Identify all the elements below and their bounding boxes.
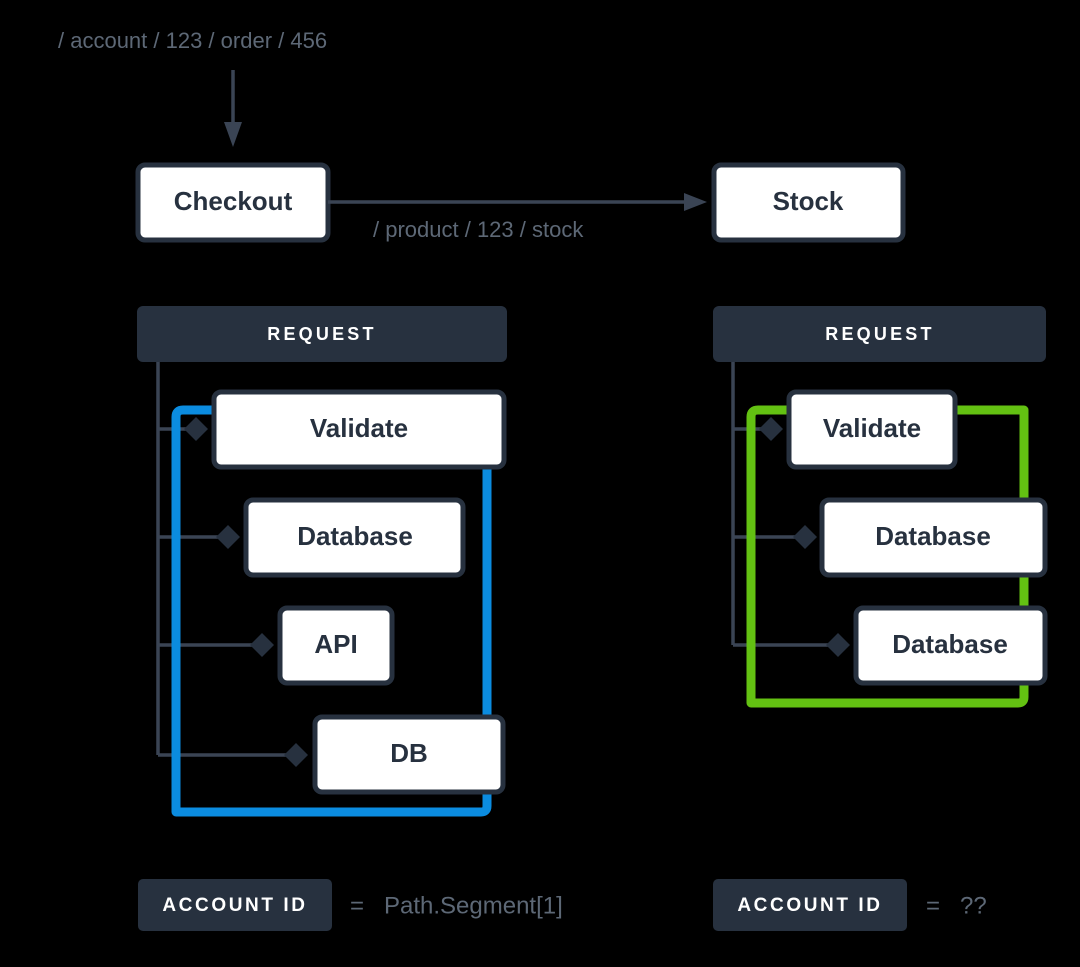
panel-right-step-database-2-label: Database [892,629,1008,659]
service-node-stock-label: Stock [773,186,844,216]
panel-left-footer: ACCOUNT ID = Path.Segment[1] [138,879,563,931]
panel-right-header-label: REQUEST [825,324,934,344]
panel-right-equals-sign: = [926,892,940,919]
panel-right-step-database-1[interactable]: Database [793,497,1048,578]
panel-right-step-validate[interactable]: Validate [759,389,958,470]
checkout-to-stock-path-label: / product / 123 / stock [373,217,584,242]
panel-right-account-id-badge [713,879,907,931]
panel-left-step-database-label: Database [297,521,413,551]
panel-left-step-db-label: DB [390,738,428,768]
panel-right-highlight-path [746,405,1029,708]
panel-left-header-label: REQUEST [267,324,376,344]
incoming-request-path: / account / 123 / order / 456 [58,28,327,53]
panel-right-header: REQUEST [713,306,1046,362]
panel-left: REQUEST Validate Datab [137,306,563,931]
panel-left-step-database[interactable]: Database [216,497,466,578]
checkout-to-stock-arrow [328,193,707,211]
panel-left-account-id-badge [138,879,332,931]
service-node-stock[interactable]: Stock [711,162,906,243]
panel-left-step-validate-label: Validate [310,413,408,443]
panel-right-account-id-badge-label: ACCOUNT ID [737,895,882,916]
panel-right-step-database-2[interactable]: Database [826,605,1048,686]
panel-right: REQUEST Validate Database [713,306,1048,931]
panel-left-step-api[interactable]: API [250,605,395,686]
incoming-arrow [224,70,242,147]
panel-right-step-database-1-label: Database [875,521,991,551]
panel-left-account-id-badge-label: ACCOUNT ID [162,895,307,916]
panel-right-footer: ACCOUNT ID = ?? [713,879,987,931]
service-node-checkout[interactable]: Checkout [135,162,331,243]
panel-left-step-api-label: API [314,629,357,659]
panel-right-step-validate-label: Validate [823,413,921,443]
panel-left-step-db[interactable]: DB [284,714,506,795]
service-node-checkout-label: Checkout [174,186,293,216]
panel-right-account-id-value: ?? [960,892,987,919]
panel-left-header: REQUEST [137,306,507,362]
panel-left-equals-sign: = [350,892,364,919]
panel-left-account-id-value: Path.Segment[1] [384,892,563,919]
panel-left-step-validate[interactable]: Validate [184,389,507,470]
